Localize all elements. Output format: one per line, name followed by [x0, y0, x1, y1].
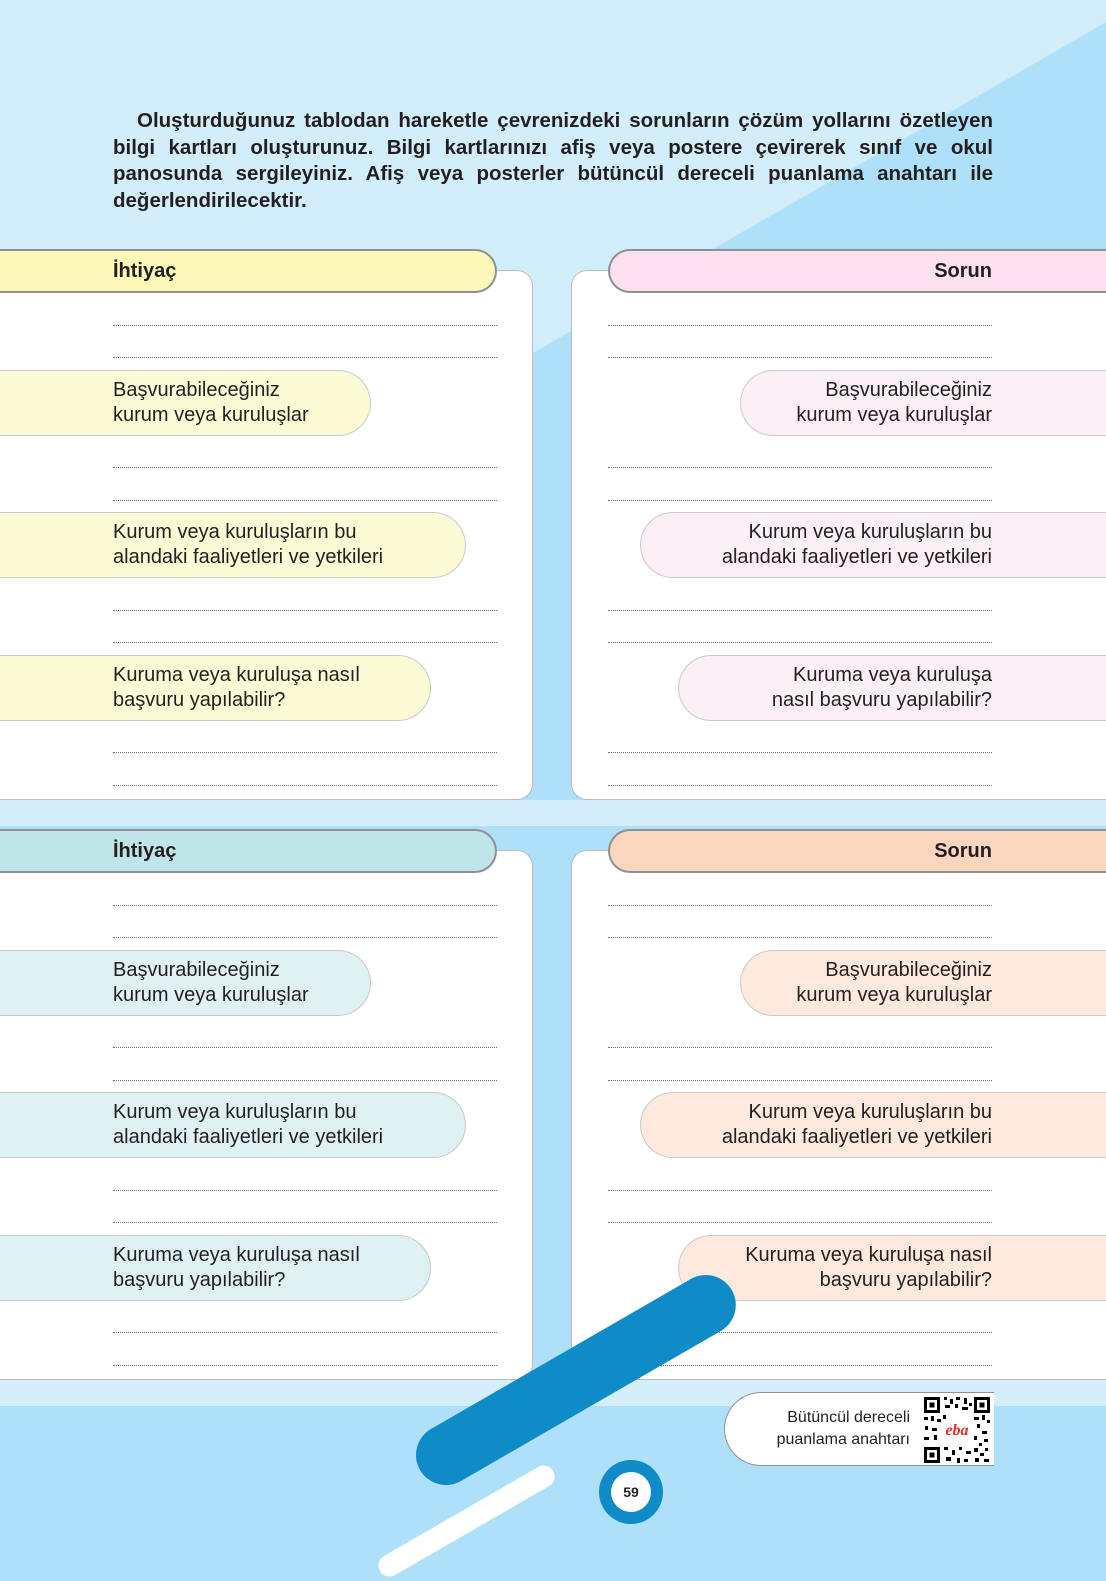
write-line[interactable]: [608, 1332, 992, 1333]
prompt-line: Kurum veya kuruluşların bu: [748, 1101, 992, 1123]
write-line[interactable]: [113, 1222, 497, 1223]
prompt-line: başvuru yapılabilir?: [113, 1269, 286, 1291]
prompt-line: alandaki faaliyetleri ve yetkileri: [721, 1126, 992, 1148]
write-line[interactable]: [608, 467, 992, 468]
prompt-line: Başvurabileceğiniz: [825, 959, 992, 981]
write-line[interactable]: [608, 1080, 992, 1081]
prompt-line: kurum veya kuruluşlar: [796, 984, 992, 1006]
prompt-line: Kurum veya kuruluşların bu: [748, 521, 992, 543]
card-title: Sorun: [934, 260, 992, 282]
write-line[interactable]: [113, 1365, 497, 1366]
card-title-tab: Sorun: [608, 249, 1106, 293]
prompt-line: Kuruma veya kuruluşa nasıl: [745, 1244, 992, 1266]
page-number: 59: [611, 1472, 651, 1512]
prompt-line: Başvurabileceğiniz: [825, 379, 992, 401]
card-title-tab: İhtiyaç: [0, 829, 497, 873]
prompt-line: Kurum veya kuruluşların bu: [113, 521, 357, 543]
prompt-line: başvuru yapılabilir?: [819, 1269, 992, 1291]
write-line[interactable]: [608, 905, 992, 906]
write-line[interactable]: [608, 1222, 992, 1223]
write-line[interactable]: [608, 357, 992, 358]
write-line[interactable]: [113, 752, 497, 753]
prompt-line: nasıl başvuru yapılabilir?: [771, 689, 992, 711]
prompt-institutions: Başvurabileceğiniz kurum veya kuruluşlar: [740, 950, 1106, 1016]
divider-band: [0, 800, 1106, 826]
prompt-institutions: Başvurabileceğiniz kurum veya kuruluşlar: [0, 370, 371, 436]
prompt-line: Başvurabileceğiniz: [113, 379, 280, 401]
write-line[interactable]: [608, 610, 992, 611]
prompt-line: Kuruma veya kuruluşa: [793, 664, 992, 686]
card-title-tab: İhtiyaç: [0, 249, 497, 293]
write-line[interactable]: [608, 1190, 992, 1191]
decorative-stripe-light: [374, 1461, 559, 1581]
write-line[interactable]: [608, 1365, 992, 1366]
qr-caption-line: puanlama anahtarı: [776, 1431, 910, 1448]
card-title-tab: Sorun: [608, 829, 1106, 873]
prompt-activities: Kurum veya kuruluşların bu alandaki faal…: [0, 1092, 466, 1158]
write-line[interactable]: [113, 610, 497, 611]
write-line[interactable]: [608, 642, 992, 643]
prompt-line: Kuruma veya kuruluşa nasıl: [113, 664, 360, 686]
card-title: İhtiyaç: [113, 260, 177, 282]
write-line[interactable]: [608, 500, 992, 501]
write-line[interactable]: [608, 325, 992, 326]
qr-caption: Bütüncül dereceli puanlama anahtarı: [777, 1407, 910, 1451]
prompt-application: Kuruma veya kuruluşa nasıl başvuru yapıl…: [0, 655, 431, 721]
card-title: İhtiyaç: [113, 840, 177, 862]
write-line[interactable]: [113, 642, 497, 643]
qr-rubric-box[interactable]: Bütüncül dereceli puanlama anahtarı eba: [724, 1392, 994, 1466]
write-line[interactable]: [113, 467, 497, 468]
prompt-line: alandaki faaliyetleri ve yetkileri: [721, 546, 992, 568]
write-line[interactable]: [113, 1080, 497, 1081]
qr-caption-line: Bütüncül dereceli: [787, 1409, 910, 1426]
prompt-institutions: Başvurabileceğiniz kurum veya kuruluşlar: [0, 950, 371, 1016]
write-line[interactable]: [608, 1047, 992, 1048]
instruction-paragraph: Oluşturduğunuz tablodan hareketle çevren…: [113, 109, 993, 212]
prompt-activities: Kurum veya kuruluşların bu alandaki faal…: [640, 512, 1106, 578]
prompt-line: kurum veya kuruluşlar: [796, 404, 992, 426]
prompt-line: Kurum veya kuruluşların bu: [113, 1101, 357, 1123]
write-line[interactable]: [113, 937, 497, 938]
prompt-line: Kuruma veya kuruluşa nasıl: [113, 1244, 360, 1266]
write-line[interactable]: [608, 937, 992, 938]
prompt-application: Kuruma veya kuruluşa nasıl başvuru yapıl…: [678, 1235, 1106, 1301]
prompt-line: başvuru yapılabilir?: [113, 689, 286, 711]
write-line[interactable]: [608, 752, 992, 753]
write-line[interactable]: [113, 500, 497, 501]
prompt-activities: Kurum veya kuruluşların bu alandaki faal…: [0, 512, 466, 578]
prompt-line: kurum veya kuruluşlar: [113, 404, 309, 426]
write-line[interactable]: [113, 325, 497, 326]
write-line[interactable]: [113, 1190, 497, 1191]
write-line[interactable]: [113, 785, 497, 786]
write-line[interactable]: [608, 785, 992, 786]
prompt-line: Başvurabileceğiniz: [113, 959, 280, 981]
prompt-institutions: Başvurabileceğiniz kurum veya kuruluşlar: [740, 370, 1106, 436]
write-line[interactable]: [113, 1047, 497, 1048]
eba-logo-text: eba: [945, 1422, 968, 1439]
write-line[interactable]: [113, 1332, 497, 1333]
prompt-application: Kuruma veya kuruluşa nasıl başvuru yapıl…: [678, 655, 1106, 721]
prompt-application: Kuruma veya kuruluşa nasıl başvuru yapıl…: [0, 1235, 431, 1301]
qr-code-icon[interactable]: eba: [922, 1395, 992, 1465]
card-title: Sorun: [934, 840, 992, 862]
prompt-activities: Kurum veya kuruluşların bu alandaki faal…: [640, 1092, 1106, 1158]
page-number-badge: 59: [599, 1460, 663, 1524]
prompt-line: kurum veya kuruluşlar: [113, 984, 309, 1006]
prompt-line: alandaki faaliyetleri ve yetkileri: [113, 1126, 384, 1148]
write-line[interactable]: [113, 357, 497, 358]
write-line[interactable]: [113, 905, 497, 906]
prompt-line: alandaki faaliyetleri ve yetkileri: [113, 546, 384, 568]
